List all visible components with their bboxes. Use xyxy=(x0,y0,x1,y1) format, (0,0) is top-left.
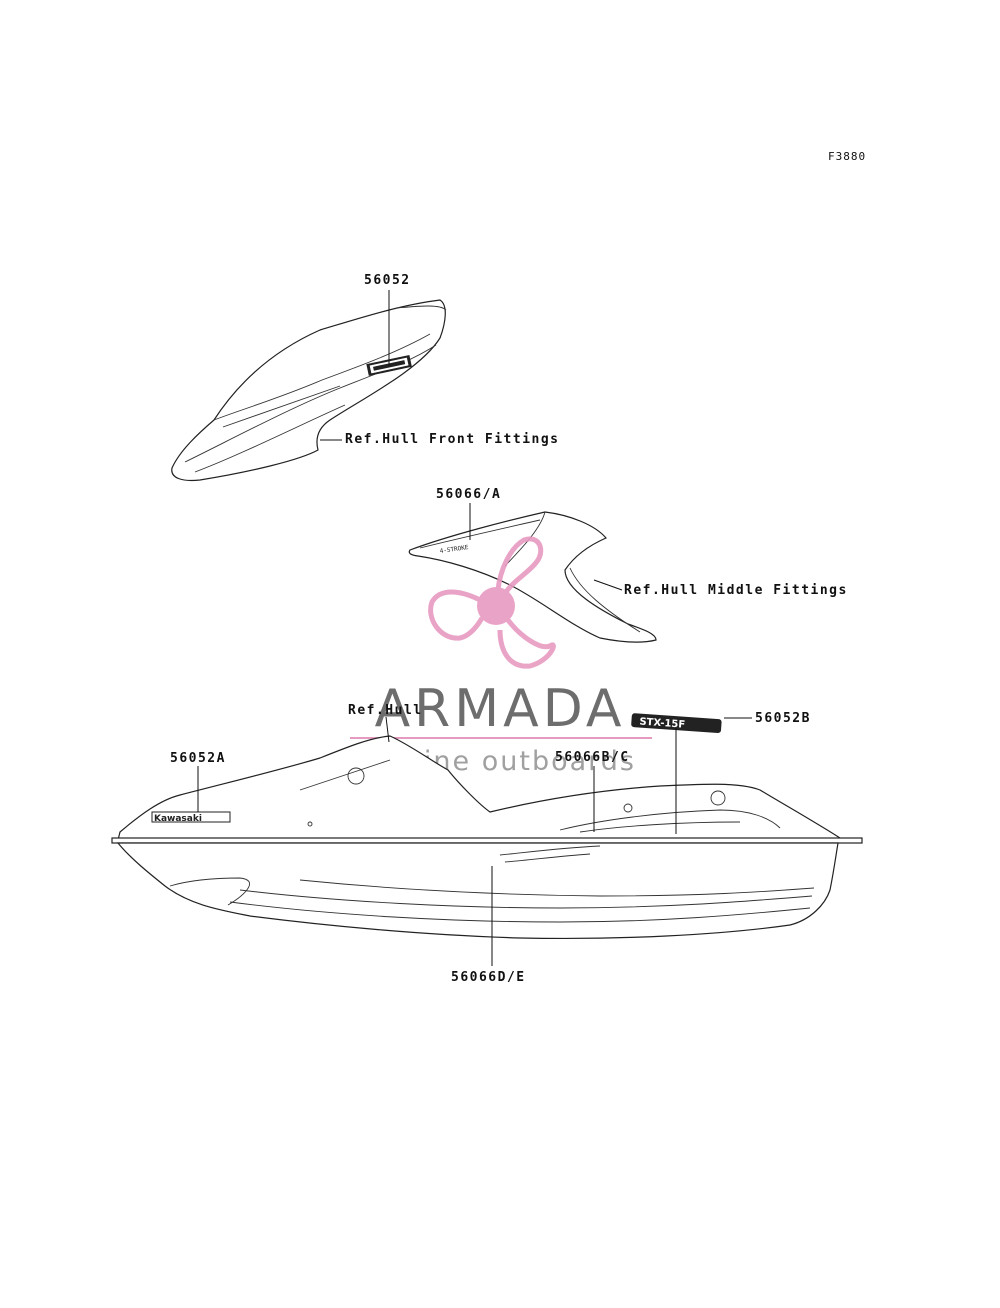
label-hull-ref: Ref.Hull xyxy=(348,703,423,718)
logo-hub xyxy=(477,587,515,625)
hull-brand-decal: Kawasaki xyxy=(154,814,202,824)
label-deck-decal-part-no: 56066B/C xyxy=(555,750,630,765)
label-side-front-part-no: 56052A xyxy=(170,751,226,766)
label-lower-part-no: 56066D/E xyxy=(451,970,526,985)
rear-decal-text: STX-15F xyxy=(639,717,685,731)
watermark-title: ARMADA xyxy=(375,679,626,739)
figure-code: F3880 xyxy=(828,150,866,163)
label-front-ref: Ref.Hull Front Fittings xyxy=(345,432,560,447)
watercraft-hull: Kawasaki xyxy=(111,735,863,940)
front-hull-panel xyxy=(171,299,447,482)
label-front-part-no: 56052 xyxy=(364,273,411,288)
label-rear-decal-part-no: 56052B xyxy=(755,711,811,726)
middle-hull-panel: 4-STROKE xyxy=(408,511,657,643)
label-middle-part-no: 56066/A xyxy=(436,487,501,502)
watermark-divider xyxy=(350,737,652,739)
middle-panel-stroke-text: 4-STROKE xyxy=(439,544,469,555)
armada-propeller-logo xyxy=(428,536,556,669)
rear-model-decal: STX-15F xyxy=(631,713,722,734)
label-middle-ref: Ref.Hull Middle Fittings xyxy=(624,583,848,598)
